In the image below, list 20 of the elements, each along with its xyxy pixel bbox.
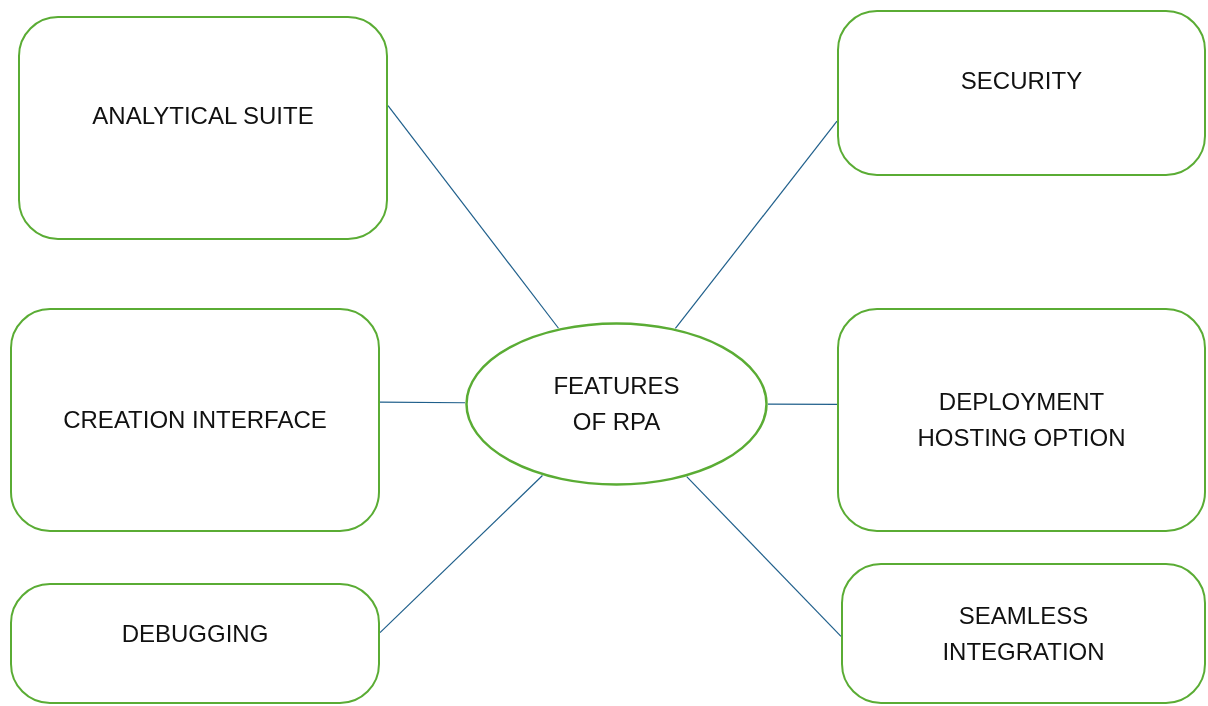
node-label: SEAMLESS INTEGRATION bbox=[941, 600, 1106, 667]
feature-box bbox=[837, 10, 1206, 176]
node-label: ANALYTICAL SUITE bbox=[92, 101, 314, 131]
feature-box bbox=[10, 308, 380, 532]
connector-line bbox=[379, 401, 466, 404]
connector-line bbox=[387, 105, 560, 329]
feature-box bbox=[841, 563, 1206, 704]
node-label: DEPLOYMENT HOSTING OPTION bbox=[916, 387, 1127, 453]
feature-box bbox=[10, 583, 380, 704]
connector-line bbox=[674, 120, 838, 330]
node-label: SECURITY bbox=[960, 66, 1083, 96]
node-label: CREATION INTERFACE bbox=[63, 405, 327, 435]
node-label: FEATURES OF RPA bbox=[552, 371, 681, 437]
node-label: DEBUGGING bbox=[121, 618, 269, 649]
feature-box bbox=[837, 308, 1206, 532]
connector-line bbox=[379, 474, 544, 634]
connector-line bbox=[767, 403, 838, 405]
connector-line bbox=[686, 476, 842, 637]
center-ellipse bbox=[465, 322, 768, 486]
feature-box bbox=[18, 16, 388, 240]
